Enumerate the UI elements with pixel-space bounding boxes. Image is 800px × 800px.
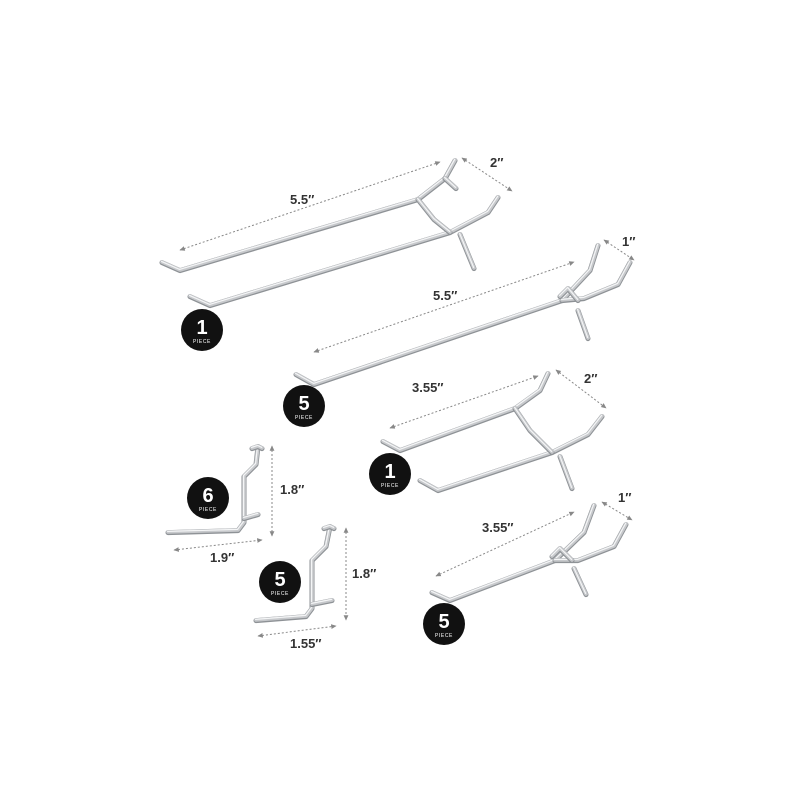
dimension-line-depth: [555, 369, 607, 409]
dimension-label-depth: 2″: [490, 155, 503, 170]
dimension-label-depth: 2″: [584, 371, 597, 386]
long-single-hook: 5.5″ 1″ 5 PIECE: [283, 234, 635, 427]
badge-piece-label: PIECE: [295, 415, 313, 421]
hook-wire: [293, 243, 633, 388]
quantity-badge: 1 PIECE: [369, 453, 411, 495]
dimension-label-width: 1.55″: [290, 636, 322, 651]
quantity-badge: 6 PIECE: [187, 477, 229, 519]
dimension-line-length: [313, 261, 575, 353]
badge-piece-label: PIECE: [381, 483, 399, 489]
hook-wire: [429, 503, 629, 604]
wire-segment: [160, 158, 456, 270]
dimension-label-length: 3.55″: [412, 380, 444, 395]
quantity-badge: 5 PIECE: [283, 385, 325, 427]
dimension-label-height: 1.8″: [352, 566, 376, 581]
badge-quantity: 5: [298, 393, 309, 415]
badge-piece-label: PIECE: [435, 633, 453, 639]
wire-segment: [322, 524, 335, 528]
badge-quantity: 6: [202, 485, 213, 507]
wire-segment: [242, 512, 260, 520]
dimension-label-depth: 1″: [618, 490, 631, 505]
dimension-line-depth: [461, 157, 513, 192]
dimension-label-length: 5.5″: [433, 288, 457, 303]
wire-segment: [380, 371, 551, 454]
wire-segment: [160, 158, 457, 272]
dimension-line-width: [173, 538, 263, 552]
wire-segment: [310, 598, 333, 604]
badge-piece-label: PIECE: [271, 591, 289, 597]
wire-segment: [513, 406, 554, 454]
wire-segment: [242, 512, 259, 518]
hook-wire: [159, 158, 501, 309]
badge-circle: [187, 477, 229, 519]
badge-piece-label: PIECE: [193, 339, 211, 345]
dimension-line-length: [435, 511, 575, 577]
quantity-badge: 1 PIECE: [181, 309, 223, 351]
badge-piece-label: PIECE: [199, 507, 217, 513]
short-single-hook: 3.55″ 1″ 5 PIECE: [423, 490, 633, 645]
badge-circle: [259, 561, 301, 603]
wire-segment: [417, 414, 605, 494]
wire-segment: [166, 444, 259, 532]
badge-circle: [283, 385, 325, 427]
wire-segment: [430, 503, 595, 600]
wire-segment: [250, 444, 263, 448]
badge-quantity: 1: [196, 317, 207, 339]
dimension-line-depth: [601, 501, 633, 521]
badge-circle: [181, 309, 223, 351]
badge-quantity: 1: [384, 461, 395, 483]
wire-segment: [310, 598, 334, 606]
badge-quantity: 5: [438, 611, 449, 633]
wire-segment: [443, 176, 457, 188]
dimension-label-length: 3.55″: [482, 520, 514, 535]
wire-segment: [418, 414, 604, 492]
dimension-label-length: 5.5″: [290, 192, 314, 207]
wire-segment: [254, 524, 331, 620]
l-hook-large: 1.8″ 1.9″ 6 PIECE: [165, 444, 304, 565]
dimension-label-depth: 1″: [622, 234, 635, 249]
wire-segment: [381, 371, 549, 450]
wire-segment: [572, 566, 587, 594]
dimension-line-length: [179, 161, 441, 251]
wire-segment: [458, 232, 475, 268]
wire-segment: [418, 414, 603, 490]
dimension-line-width: [257, 624, 337, 638]
hook-wire: [165, 444, 265, 536]
badge-circle: [423, 603, 465, 645]
quantity-badge: 5 PIECE: [259, 561, 301, 603]
badge-quantity: 5: [274, 569, 285, 591]
l-hook-small: 1.8″ 1.55″ 5 PIECE: [253, 524, 376, 651]
wire-segment: [576, 308, 589, 338]
short-double-hook: 3.55″ 2″ 1 PIECE: [369, 369, 607, 495]
wire-segment: [381, 371, 550, 452]
dimension-label-width: 1.9″: [210, 550, 234, 565]
badge-circle: [369, 453, 411, 495]
long-double-hook: 5.5″ 2″ 1 PIECE: [159, 155, 513, 351]
dimension-label-height: 1.8″: [280, 482, 304, 497]
wire-segment: [558, 454, 573, 488]
wire-segment: [159, 158, 458, 274]
quantity-badge: 5 PIECE: [423, 603, 465, 645]
hook-wire: [253, 524, 337, 624]
